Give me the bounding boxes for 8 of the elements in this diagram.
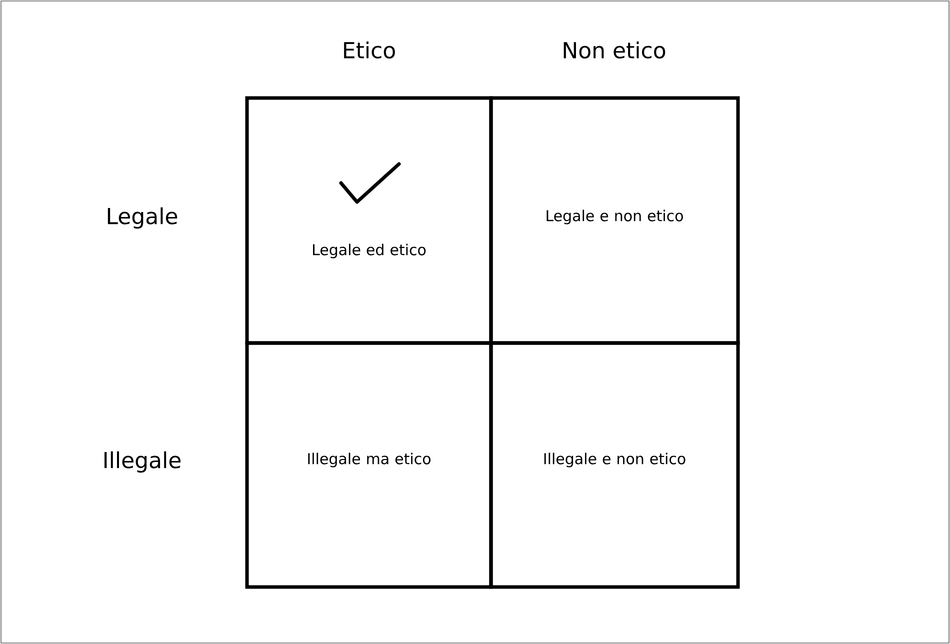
grid-cell: Legale e non etico <box>489 96 740 345</box>
grid-cell: Illegale ma etico <box>245 341 493 589</box>
grid-cell: Legale ed etico <box>245 96 493 345</box>
grid-cell: Illegale e non etico <box>489 341 740 589</box>
row-header: Legale <box>108 207 178 229</box>
column-header: Etico <box>344 41 395 58</box>
row-header: Illegale <box>104 451 181 473</box>
column-header: Non etico <box>564 41 666 58</box>
